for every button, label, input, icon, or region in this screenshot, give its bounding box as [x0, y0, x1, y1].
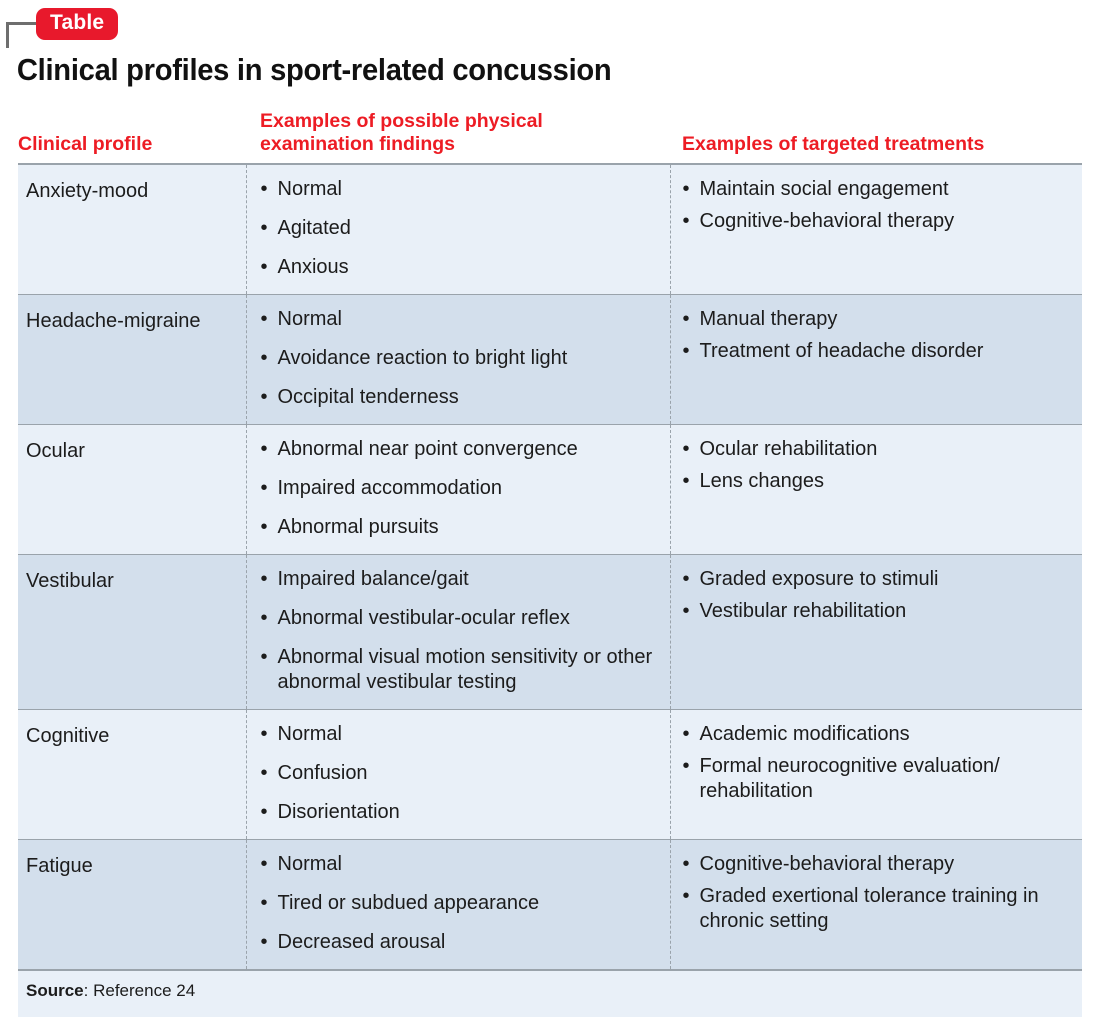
list-item: Impaired balance/gait [261, 567, 660, 592]
cell-findings: Normal Tired or subdued appearance Decre… [245, 839, 670, 971]
source-label: Source [26, 981, 84, 1000]
cell-treatments: Manual therapy Treatment of headache dis… [669, 294, 1082, 425]
table-head: Clinical profile Examples of possible ph… [18, 110, 1082, 164]
cell-treatments: Cognitive-behavioral therapy Graded exer… [669, 839, 1082, 971]
list-item: Ocular rehabilitation [683, 437, 1073, 462]
profile-label: Fatigue [26, 855, 93, 877]
treatments-list: Maintain social engagement Cognitive-beh… [683, 177, 1073, 234]
table-foot: Source: Reference 24 [18, 969, 1082, 1017]
cell-profile: Anxiety-mood [18, 164, 246, 295]
list-item: Formal neurocognitive evaluation/ rehabi… [683, 754, 1073, 804]
list-item: Vestibular rehabilitation [683, 599, 1073, 624]
list-item: Normal [261, 722, 660, 747]
findings-list: Impaired balance/gait Abnormal vestibula… [261, 567, 660, 695]
cell-profile: Fatigue [18, 839, 246, 971]
cell-profile: Headache-migraine [18, 294, 246, 425]
list-item: Avoidance reaction to bright light [261, 346, 660, 371]
column-header-treatments: Examples of targeted treatments [670, 110, 1082, 164]
list-item: Lens changes [683, 469, 1073, 494]
column-header-findings: Examples of possible physical examinatio… [246, 110, 670, 164]
profile-label: Headache-migraine [26, 310, 201, 332]
list-item: Disorientation [261, 800, 660, 825]
findings-list: Normal Agitated Anxious [261, 177, 660, 280]
cell-treatments: Maintain social engagement Cognitive-beh… [669, 164, 1082, 295]
treatments-list: Academic modifications Formal neurocogni… [683, 722, 1073, 804]
list-item: Tired or subdued appearance [261, 891, 660, 916]
profile-label: Ocular [26, 440, 85, 462]
list-item: Cognitive-behavioral therapy [683, 209, 1073, 234]
table-figure-page: Table Clinical profiles in sport-related… [0, 0, 1100, 948]
table-row: Headache-migraine Normal Avoidance react… [18, 294, 1082, 425]
treatments-list: Manual therapy Treatment of headache dis… [683, 307, 1073, 364]
list-item: Normal [261, 177, 660, 202]
list-item: Abnormal visual motion sensitivity or ot… [261, 645, 660, 695]
column-header-findings-line2: examination findings [260, 133, 456, 155]
list-item: Manual therapy [683, 307, 1073, 332]
source-separator: : [83, 981, 94, 1000]
list-item: Abnormal pursuits [261, 515, 660, 540]
list-item: Abnormal vestibular-ocular reflex [261, 606, 660, 631]
list-item: Treatment of headache disorder [683, 339, 1073, 364]
findings-list: Normal Tired or subdued appearance Decre… [261, 852, 660, 955]
findings-list: Normal Avoidance reaction to bright ligh… [261, 307, 660, 410]
list-item: Occipital tenderness [261, 385, 660, 410]
findings-list: Abnormal near point convergence Impaired… [261, 437, 660, 540]
column-header-findings-line1: Examples of possible physical [260, 110, 543, 132]
cell-profile: Ocular [18, 424, 246, 555]
cell-findings: Abnormal near point convergence Impaired… [245, 424, 670, 555]
cell-treatments: Graded exposure to stimuli Vestibular re… [669, 554, 1082, 710]
list-item: Impaired accommodation [261, 476, 660, 501]
cell-findings: Normal Confusion Disorientation [245, 709, 670, 840]
table-row: Cognitive Normal Confusion Disorientatio… [18, 709, 1082, 840]
treatments-list: Graded exposure to stimuli Vestibular re… [683, 567, 1073, 624]
list-item: Graded exertional tolerance training in … [683, 884, 1073, 934]
cell-treatments: Ocular rehabilitation Lens changes [669, 424, 1082, 555]
cell-profile: Vestibular [18, 554, 246, 710]
profile-label: Anxiety-mood [26, 180, 149, 202]
cell-findings: Normal Agitated Anxious [245, 164, 670, 295]
findings-list: Normal Confusion Disorientation [261, 722, 660, 825]
cell-findings: Impaired balance/gait Abnormal vestibula… [245, 554, 670, 710]
list-item: Abnormal near point convergence [261, 437, 660, 462]
cell-profile: Cognitive [18, 709, 246, 840]
treatments-list: Ocular rehabilitation Lens changes [683, 437, 1073, 494]
profile-label: Vestibular [26, 570, 114, 592]
table-body: Anxiety-mood Normal Agitated Anxious Mai… [18, 164, 1082, 971]
list-item: Graded exposure to stimuli [683, 567, 1073, 592]
list-item: Agitated [261, 216, 660, 241]
clinical-profiles-table: Clinical profile Examples of possible ph… [18, 110, 1082, 1017]
table-row: Vestibular Impaired balance/gait Abnorma… [18, 554, 1082, 710]
treatments-list: Cognitive-behavioral therapy Graded exer… [683, 852, 1073, 934]
profile-label: Cognitive [26, 725, 110, 747]
column-header-clinical-profile: Clinical profile [18, 110, 246, 164]
list-item: Cognitive-behavioral therapy [683, 852, 1073, 877]
cell-findings: Normal Avoidance reaction to bright ligh… [245, 294, 670, 425]
table-row: Anxiety-mood Normal Agitated Anxious Mai… [18, 164, 1082, 295]
list-item: Confusion [261, 761, 660, 786]
list-item: Normal [261, 307, 660, 332]
table-container: Clinical profile Examples of possible ph… [18, 110, 1082, 1017]
header-row: Clinical profile Examples of possible ph… [18, 110, 1082, 164]
source-value: Reference 24 [93, 981, 196, 1000]
figure-badge-zone: Table [0, 0, 1100, 48]
list-item: Normal [261, 852, 660, 877]
source-cell: Source: Reference 24 [18, 969, 1082, 1017]
cell-treatments: Academic modifications Formal neurocogni… [669, 709, 1082, 840]
source-row: Source: Reference 24 [18, 969, 1082, 1017]
list-item: Academic modifications [683, 722, 1073, 747]
corner-bracket-decoration [6, 22, 52, 48]
list-item: Decreased arousal [261, 930, 660, 955]
list-item: Anxious [261, 255, 660, 280]
page-title: Clinical profiles in sport-related concu… [16, 52, 612, 87]
table-row: Ocular Abnormal near point convergence I… [18, 424, 1082, 555]
table-badge: Table [36, 8, 119, 41]
table-row: Fatigue Normal Tired or subdued appearan… [18, 839, 1082, 971]
list-item: Maintain social engagement [683, 177, 1073, 202]
